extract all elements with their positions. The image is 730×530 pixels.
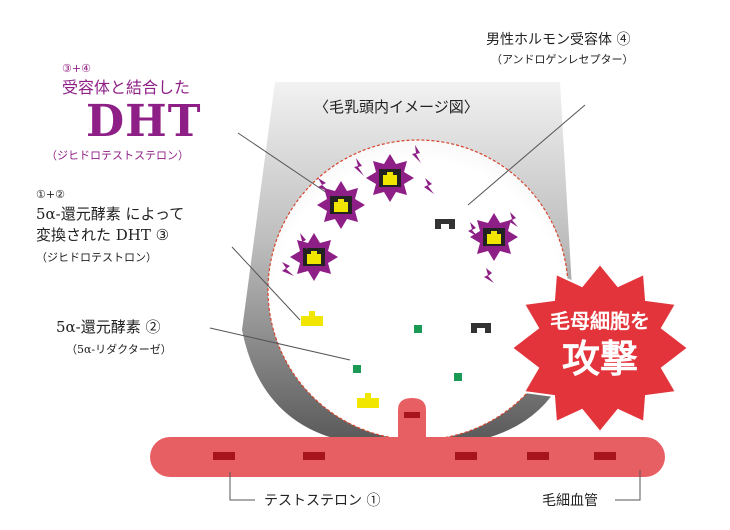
- attack-burst: [510, 262, 690, 434]
- dermal-papilla: [267, 139, 569, 441]
- free-receptors: [435, 219, 491, 333]
- testosterone-label: テストステロン ①: [264, 493, 381, 509]
- enzyme-label: 5α‐還元酵素 ②: [56, 318, 161, 336]
- dht-bound-big: DHT: [86, 96, 202, 147]
- converted-dht: [301, 311, 379, 408]
- capillary-vessel: [150, 437, 665, 477]
- dht-converted-num: ①+②: [36, 188, 65, 201]
- dht-converted-line2: 変換された DHT ③: [36, 226, 170, 244]
- attack-line2: 攻撃: [561, 337, 638, 381]
- lightning-marks: [282, 145, 518, 283]
- testosterone-marks: [213, 452, 616, 460]
- diagram-title: 〈毛乳頭内イメージ図〉: [314, 98, 479, 116]
- dht-bound-num: ③+④: [62, 62, 91, 75]
- enzyme-sub: （5α‐リダクターゼ）: [66, 343, 172, 356]
- enzyme-marks: [353, 325, 462, 381]
- dht-converted-line1: 5α‐還元酵素 によって: [36, 205, 185, 223]
- capillary-stem: [398, 398, 426, 440]
- dht-bound-sub: （ジヒドロテストステロン）: [46, 149, 189, 162]
- attack-line1: 毛母細胞を: [550, 309, 650, 333]
- receptor-sub: （アンドロゲンレセプター）: [491, 53, 634, 66]
- receptor-label: 男性ホルモン受容体 ④: [486, 32, 631, 48]
- dht-bound-label: 受容体と結合した: [62, 78, 191, 97]
- dht-converted-sub: （ジヒドロテストロン）: [36, 251, 157, 264]
- capillary-label: 毛細血管: [542, 493, 598, 509]
